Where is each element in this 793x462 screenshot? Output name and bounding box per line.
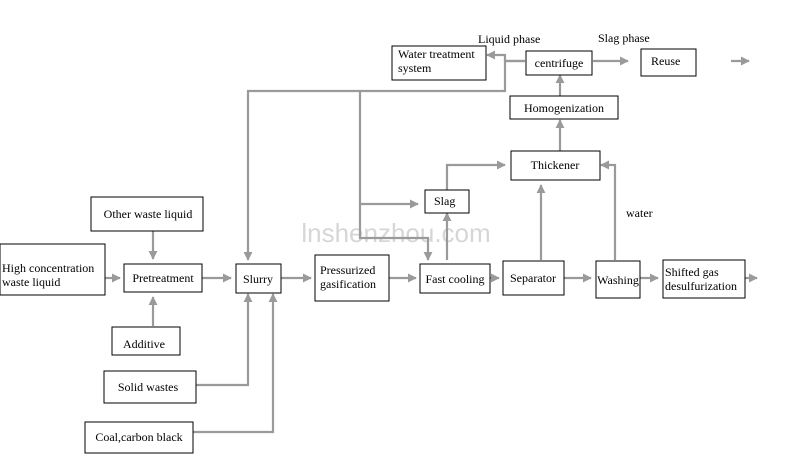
other-waste-liquid-box xyxy=(90,196,204,232)
solid-wastes-box xyxy=(103,370,197,404)
slurry-box xyxy=(235,263,282,294)
arrow-recycle-to-slag xyxy=(358,91,419,209)
arrow-centrifuge-recycle-to-slurry xyxy=(243,59,525,261)
washing-box xyxy=(595,260,641,299)
water-annotation: water xyxy=(626,206,653,220)
watermark: lnshenzhou.com xyxy=(301,218,490,248)
reuse-box xyxy=(640,48,697,77)
arrow-recycle-to-fast-cooling xyxy=(358,204,433,261)
slurry-label: Slurry xyxy=(243,272,273,286)
coal-carbon-black-box xyxy=(84,421,194,454)
other-waste-liquid-label: Other waste liquid xyxy=(104,207,193,221)
washing-label: Washing xyxy=(597,273,639,287)
arrow-slag-to-thickener xyxy=(445,160,506,190)
arrow-washing-water-to-thickener xyxy=(600,160,617,260)
slag-label: Slag xyxy=(434,194,455,208)
separator-box xyxy=(502,260,565,296)
coal-carbon-black-label: Coal,carbon black xyxy=(95,430,182,444)
thickener-label: Thickener xyxy=(531,158,580,172)
solid-wastes-label: Solid wastes xyxy=(118,380,179,394)
thickener-box xyxy=(510,150,601,181)
arrow-solid-wastes-to-slurry xyxy=(196,293,253,387)
centrifuge-label: centrifuge xyxy=(535,56,584,70)
liquid-phase-annotation: Liquid phase xyxy=(478,32,540,46)
shifted-gas-box xyxy=(662,259,746,299)
separator-label: Separator xyxy=(510,271,556,285)
slag-phase-annotation: Slag phase xyxy=(598,31,650,45)
process-boxes xyxy=(0,45,746,454)
reuse-label: Reuse xyxy=(651,54,680,68)
additive-box xyxy=(111,326,181,356)
slag-box xyxy=(424,189,470,214)
fast-cooling-box xyxy=(419,263,491,294)
pretreatment-box xyxy=(123,263,203,293)
centrifuge-box xyxy=(525,50,593,76)
connectors xyxy=(105,50,758,434)
additive-label: Additive xyxy=(123,337,165,351)
pressurized-gasification-box xyxy=(314,254,390,302)
fast-cooling-label: Fast cooling xyxy=(426,272,485,286)
high-conc-waste-box xyxy=(0,243,106,296)
homogenization-label: Homogenization xyxy=(524,101,604,115)
flow-annotations: Liquid phase Slag phase water xyxy=(478,31,653,220)
arrow-coal-to-slurry xyxy=(193,293,278,434)
homogenization-box xyxy=(509,95,619,120)
water-treatment-box xyxy=(391,45,487,81)
pretreatment-label: Pretreatment xyxy=(132,271,194,285)
